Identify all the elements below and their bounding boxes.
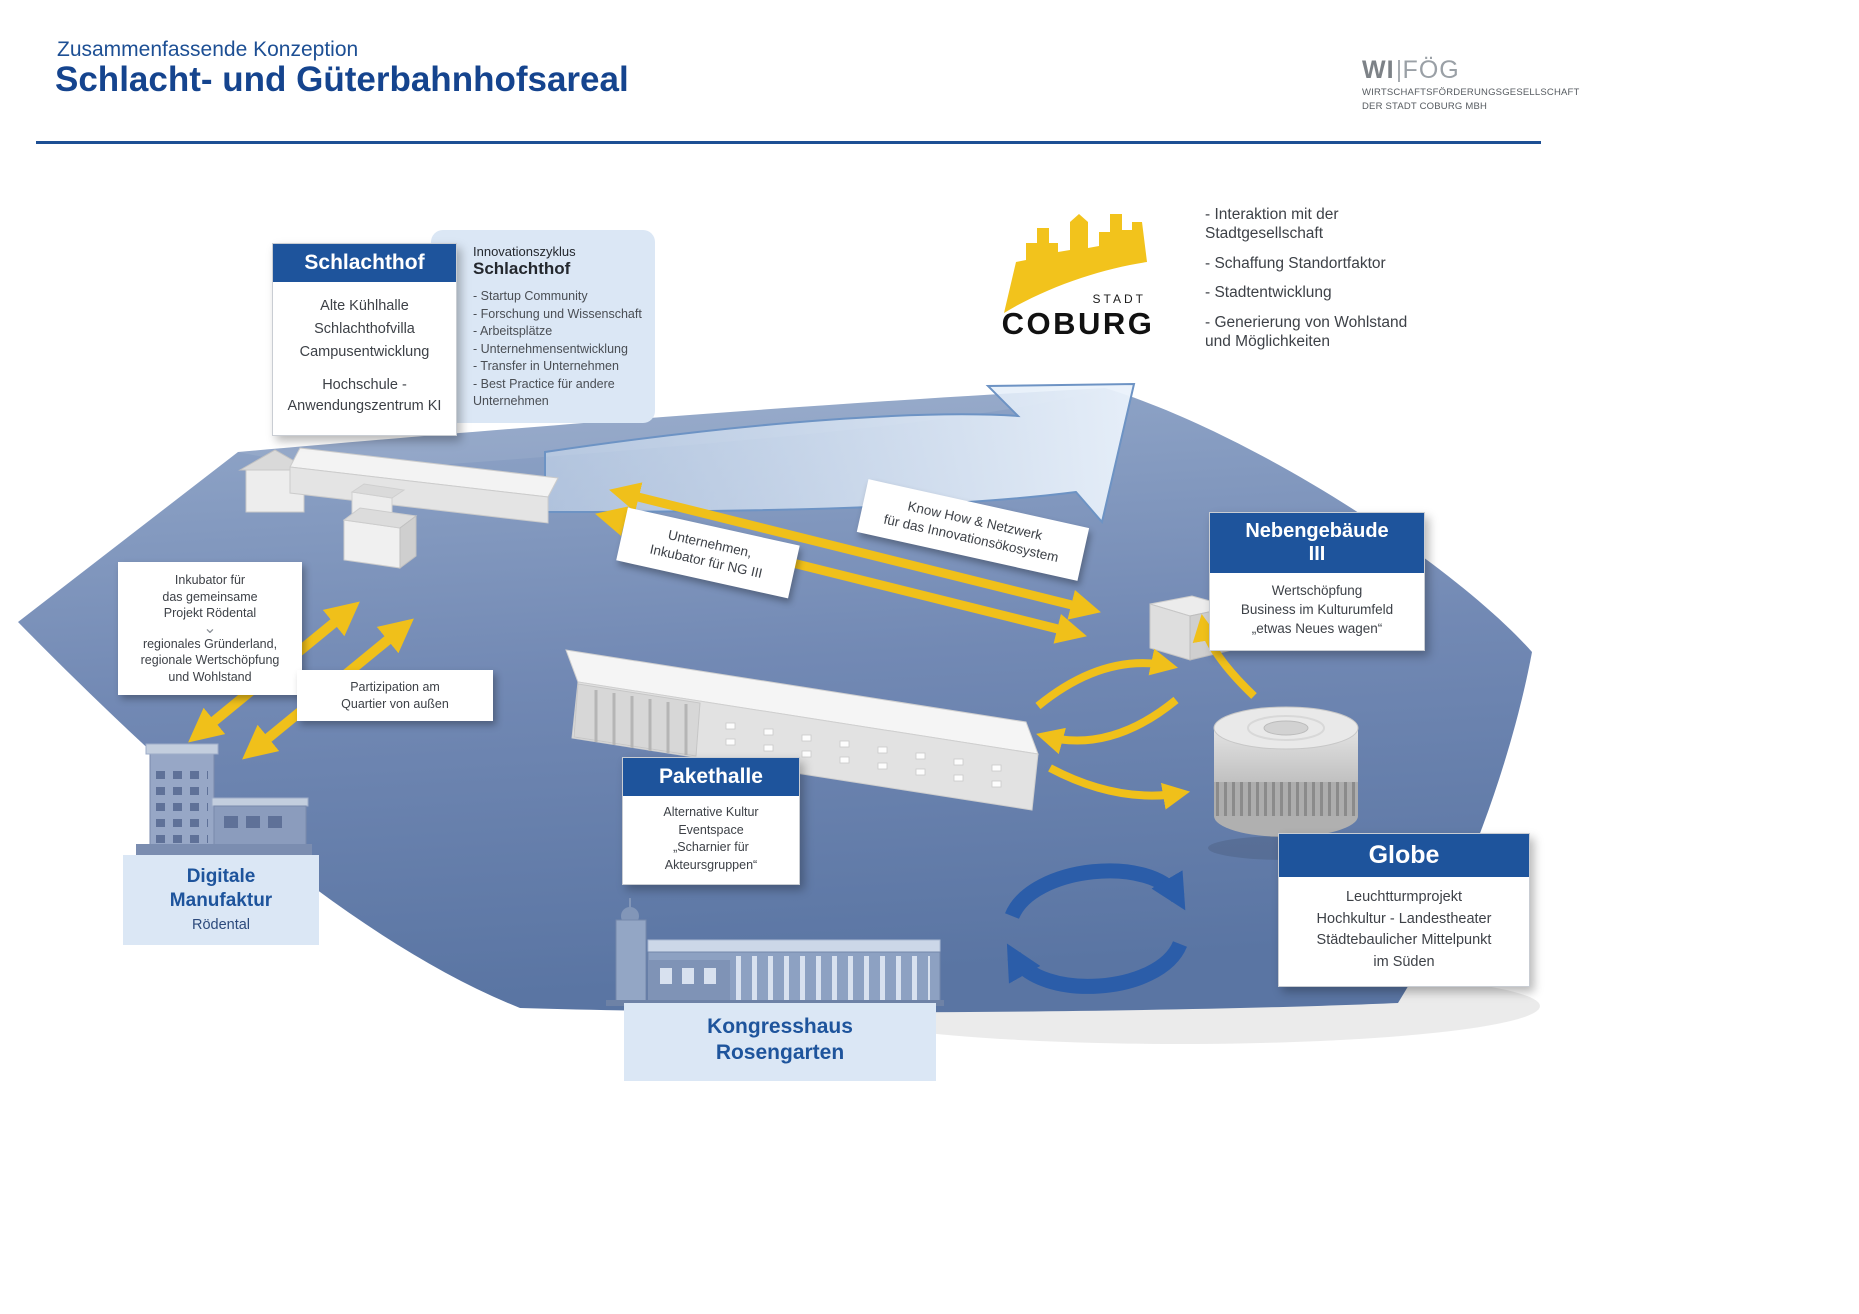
schlachthof-building — [238, 447, 559, 569]
globe-item: Leuchtturmprojekt — [1345, 888, 1463, 905]
coburg-castle-icon — [1004, 214, 1147, 313]
digitale-manufaktur-panel: Digitale Manufaktur Rödental — [123, 855, 319, 945]
schlachthof-card-title: Schlachthof — [273, 244, 456, 283]
city-benefits-list: - Interaktion mit der Stadtgesellschaft … — [1205, 205, 1490, 361]
coburg-logo: STADT COBURG — [1002, 214, 1155, 341]
cycle-arrows — [1035, 613, 1257, 810]
nebengebaeude-card-title: Nebengebäude III — [1210, 513, 1424, 573]
city-benefit-item: - Interaktion mit der Stadtgesellschaft — [1205, 206, 1339, 243]
schlachthof-item: Schlachthofvilla — [314, 321, 415, 338]
nebengebaeude-item: Wertschöpfung — [1271, 583, 1363, 598]
document-kicker: Zusammenfassende Konzeption — [57, 38, 359, 61]
schlachthof-card: Schlachthof Alte Kühlhalle Schlachthofvi… — [272, 243, 457, 437]
wifoeg-logo: WI FÖG WIRTSCHAFTSFÖRDERUNGSGESELLSCHAFT… — [1362, 56, 1580, 114]
pakethalle-card-body: Alternative Kultur Eventspace „Scharnier… — [623, 796, 799, 884]
city-benefit-item: - Stadtentwicklung — [1205, 284, 1332, 302]
kongresshaus-building — [606, 898, 944, 1006]
nebengebaeude-card-body: Wertschöpfung Business im Kulturumfeld „… — [1210, 573, 1424, 650]
innovation-cycle-item: - Arbeitsplätze — [473, 324, 553, 338]
digitale-manufaktur-building — [136, 743, 312, 855]
pakethalle-item: Eventspace — [678, 822, 744, 837]
innovation-cycle-item: - Best Practice für andere Unternehmen — [473, 376, 615, 409]
coburg-stadt-label: STADT — [1093, 292, 1146, 306]
innovation-cycle-item: - Transfer in Unternehmen — [473, 359, 619, 373]
kongresshaus-title: Kongresshaus Rosengarten — [707, 1015, 853, 1065]
digitale-manufaktur-subtitle: Rödental — [191, 916, 251, 933]
nebengebaeude-card: Nebengebäude III Wertschöpfung Business … — [1209, 512, 1425, 651]
schlachthof-card-body: Alte Kühlhalle Schlachthofvilla Campusen… — [273, 282, 456, 435]
globe-card-body: Leuchtturmprojekt Hochkultur - Landesthe… — [1279, 877, 1529, 986]
header-divider — [36, 141, 1541, 144]
pakethalle-item: „Scharnier für Akteursgruppen“ — [664, 840, 758, 872]
wifoeg-wordmark: WI FÖG — [1362, 56, 1552, 85]
kongresshaus-panel: Kongresshaus Rosengarten — [624, 1003, 936, 1081]
innovation-cycle-kicker: Innovationszyklus — [473, 244, 576, 259]
innovation-cycle-item: - Unternehmensentwicklung — [473, 341, 628, 356]
inkubator-note-top: Inkubator für das gemeinsame Projekt Röd… — [162, 573, 258, 620]
wifoeg-wordmark-divider — [1397, 59, 1400, 82]
schlachthof-item: Hochschule - Anwendungszentrum KI — [287, 377, 442, 415]
innovation-cycle-card: Innovationszyklus Schlachthof - Startup … — [431, 230, 655, 423]
city-benefit-item: - Schaffung Standortfaktor — [1205, 254, 1386, 272]
schlachthof-item: Alte Kühlhalle — [320, 298, 409, 315]
page-title: Schlacht- und Güterbahnhofsareal — [55, 60, 629, 99]
pakethalle-card: Pakethalle Alternative Kultur Eventspace… — [622, 757, 800, 886]
globe-card: Globe Leuchtturmprojekt Hochkultur - Lan… — [1278, 833, 1530, 987]
innovation-cycle-item: - Forschung und Wissenschaft — [473, 306, 642, 321]
city-benefit-item: - Generierung von Wohlstand und Möglichk… — [1205, 313, 1408, 350]
wifoeg-subline-1: WIRTSCHAFTSFÖRDERUNGSGESELLSCHAFT — [1362, 87, 1580, 98]
pakethalle-card-title: Pakethalle — [623, 758, 799, 797]
wifoeg-subline-2: DER STADT COBURG MBH — [1362, 101, 1488, 113]
innovation-cycle-item: - Startup Community — [473, 289, 588, 303]
nebengebaeude-item: Business im Kulturumfeld — [1240, 601, 1394, 617]
globe-item: Hochkultur - Landestheater — [1316, 910, 1492, 927]
schlachthof-item: Campusentwicklung — [299, 344, 430, 361]
pakethalle-item: Alternative Kultur — [663, 805, 759, 820]
wifoeg-wordmark-foeg: FÖG — [1402, 56, 1460, 84]
coburg-name-label: COBURG — [1002, 306, 1155, 341]
digitale-manufaktur-title: Digitale Manufaktur — [169, 866, 273, 911]
nebengebaeude-item: „etwas Neues wagen“ — [1251, 620, 1383, 636]
partizipation-note: Partizipation am Quartier von außen — [297, 670, 493, 721]
circulation-icon — [1005, 863, 1187, 994]
inkubator-note-bottom: regionales Gründerland, regionale Wertsc… — [140, 636, 280, 684]
site-plane-sheen — [238, 388, 1105, 472]
globe-card-title: Globe — [1279, 834, 1529, 877]
globe-item: Städtebaulicher Mittelpunkt im Süden — [1316, 932, 1492, 970]
innovation-cycle-title: Schlachthof — [473, 259, 571, 278]
inkubator-note: Inkubator für das gemeinsame Projekt Röd… — [118, 562, 302, 696]
chevron-down-icon: ⌄ — [203, 619, 217, 637]
wifoeg-wordmark-wi: WI — [1362, 56, 1395, 84]
